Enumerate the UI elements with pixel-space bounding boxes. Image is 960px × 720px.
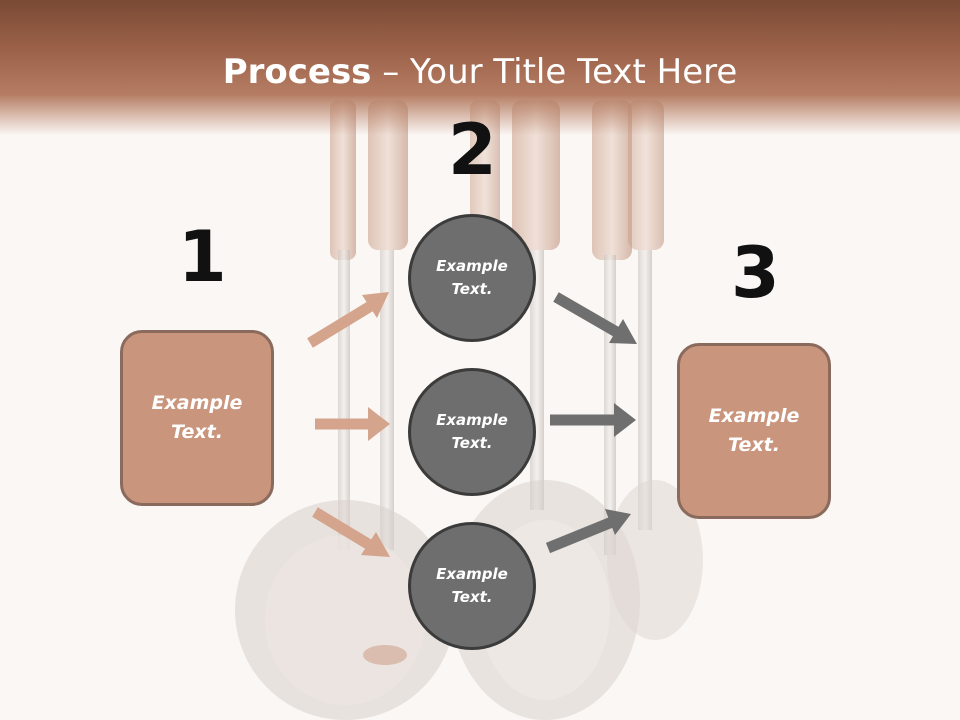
circle-middle-label: Example Text. (436, 411, 508, 452)
arrow-right-down (553, 292, 637, 344)
circle-top[interactable]: Example Text. (408, 214, 536, 342)
circle-bottom-label: Example Text. (436, 565, 508, 606)
arrow-left-up (307, 292, 389, 348)
step-number-1: 1 (178, 216, 227, 298)
slide-title: Process – Your Title Text Here (0, 52, 960, 92)
arrow-right-middle (550, 403, 636, 437)
left-box-label: Example Text. (151, 392, 243, 443)
step-number-2: 2 (448, 109, 497, 191)
step-number-3: 3 (731, 232, 780, 314)
title-bold: Process (222, 52, 372, 92)
right-example-box[interactable]: Example Text. (677, 343, 831, 519)
arrow-right-up (545, 509, 631, 554)
left-example-box[interactable]: Example Text. (120, 330, 274, 506)
circle-bottom[interactable]: Example Text. (408, 522, 536, 650)
right-box-label: Example Text. (708, 405, 800, 456)
arrow-left-middle (315, 407, 390, 441)
title-rest: – Your Title Text Here (371, 52, 738, 92)
circle-top-label: Example Text. (436, 257, 508, 298)
title-band (0, 0, 960, 135)
circle-middle[interactable]: Example Text. (408, 368, 536, 496)
arrow-left-down (312, 507, 390, 557)
